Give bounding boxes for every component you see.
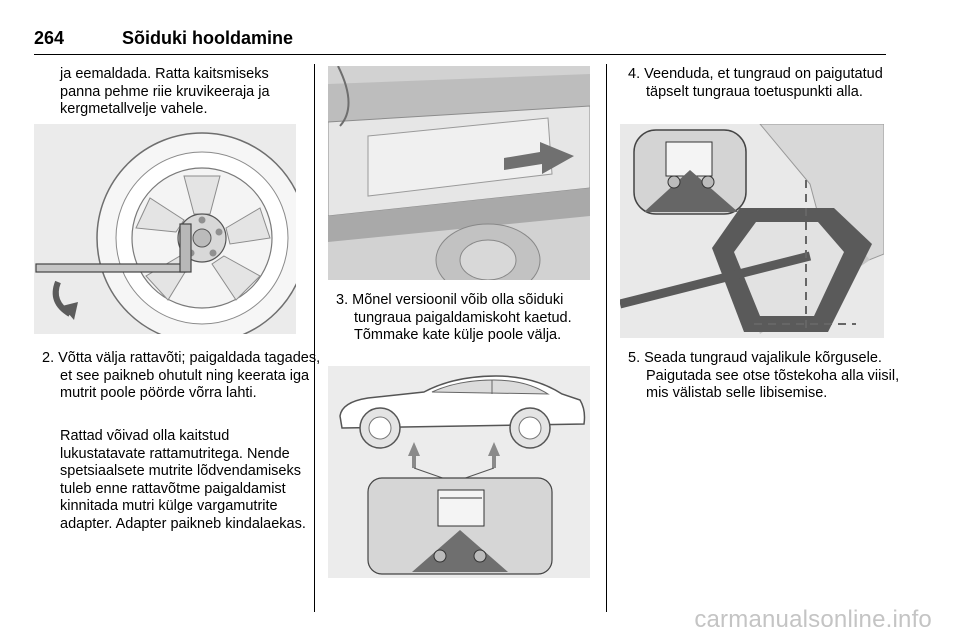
jack-position-illustration — [620, 124, 884, 338]
watermark: carmanualsonline.info — [694, 606, 932, 633]
step-5-paragraph: 5. Seada tungraud vajalikule kõrgusele. … — [628, 350, 900, 402]
page-number: 264 — [34, 28, 65, 48]
column-divider — [314, 64, 315, 612]
step-4-paragraph: 4. Veenduda, et tungraud on paigutatud t… — [628, 66, 883, 100]
section-title: Sõiduki hooldamine — [122, 28, 294, 48]
step-2-paragraph: 2. Võtta välja rattavõti; paigaldada tag… — [42, 350, 321, 402]
step-3-paragraph: 3. Mõnel versioonil võib olla sõiduki tu… — [336, 292, 572, 344]
jack-cover-illustration — [328, 66, 590, 280]
intro-paragraph: ja eemaldada. Ratta kaitsmiseks panna pe… — [60, 66, 270, 118]
lock-nut-note: Rattad võivad olla kaitstud lukustatavat… — [60, 428, 306, 532]
wheel-wrench-illustration — [34, 124, 296, 334]
page-header: 264 Sõiduki hooldamine — [34, 26, 886, 55]
car-jacking-points-illustration — [328, 366, 590, 578]
column-divider — [606, 64, 607, 612]
